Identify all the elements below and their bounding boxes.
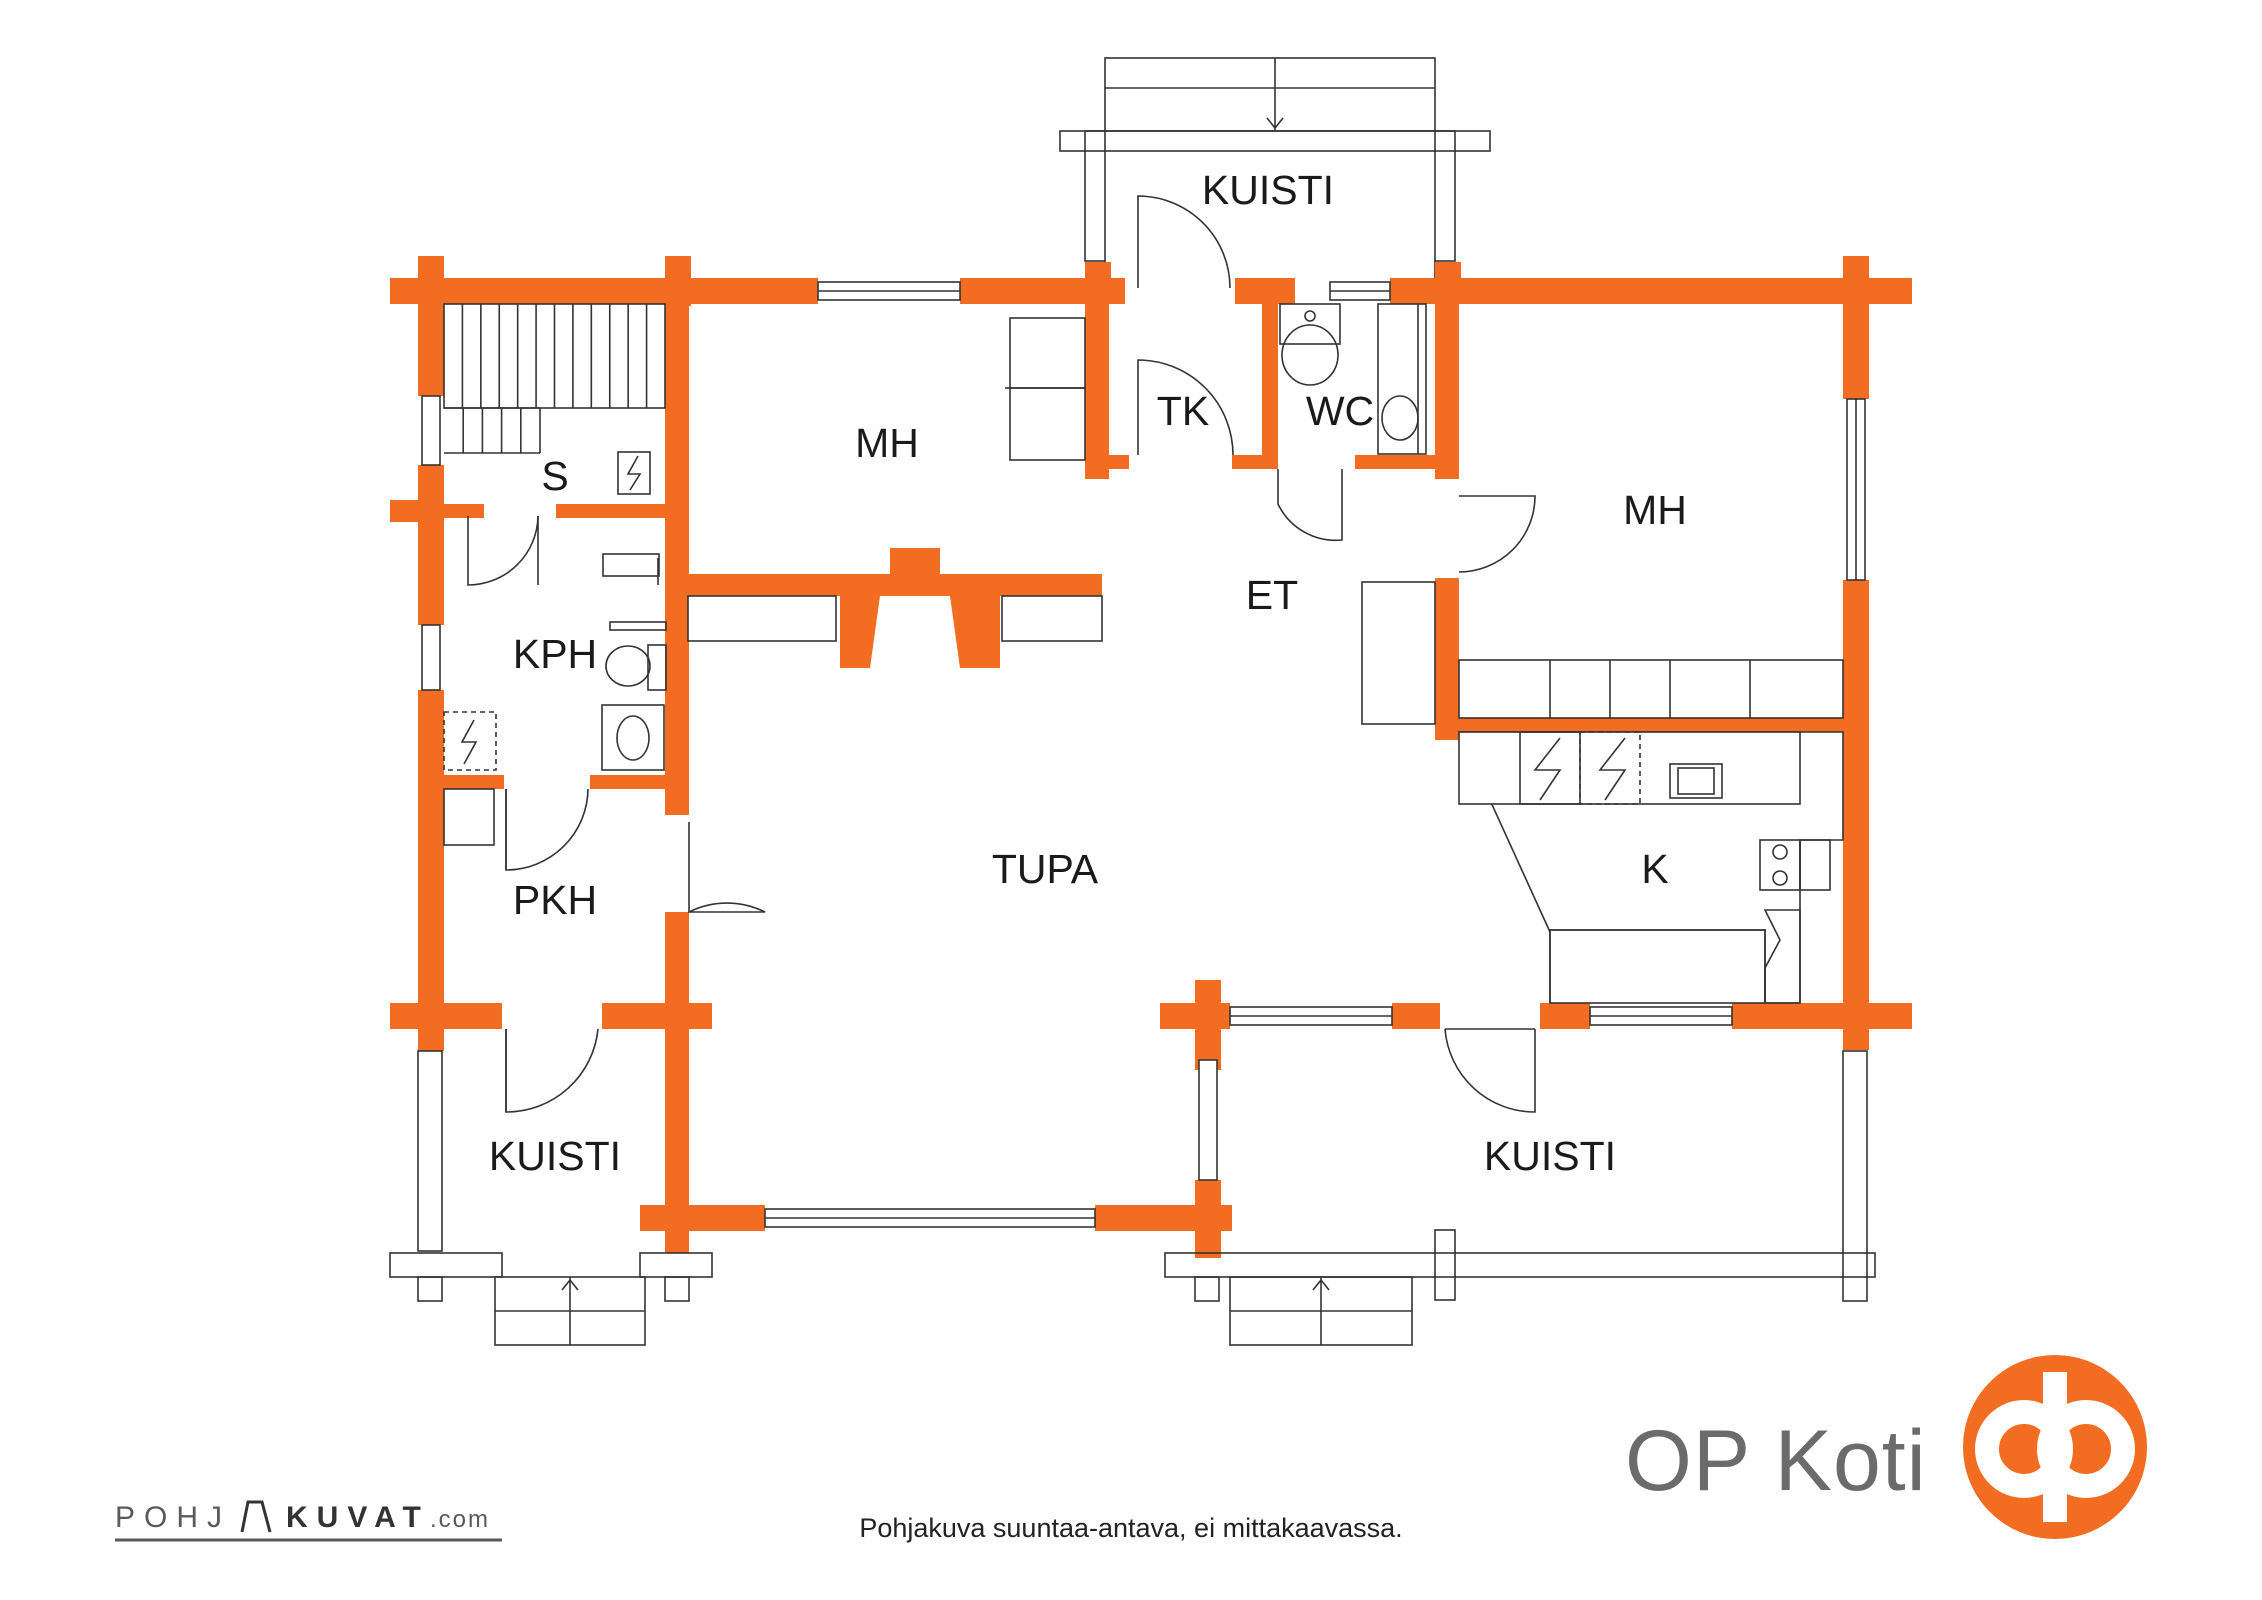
- disclaimer-text: Pohjakuva suuntaa-antava, ei mittakaavas…: [859, 1513, 1402, 1543]
- pohjakuvat-watermark: POHJ KUVAT .com: [115, 1500, 502, 1542]
- label-wc: WC: [1306, 388, 1374, 434]
- label-et: ET: [1246, 572, 1298, 618]
- label-tk: TK: [1157, 388, 1209, 434]
- doors: [467, 195, 1536, 1113]
- label-kuisti-top: KUISTI: [1202, 167, 1334, 213]
- watermark-part1: POHJ: [115, 1501, 231, 1534]
- label-kph: KPH: [513, 631, 597, 677]
- watermark-part3: .com: [430, 1506, 490, 1533]
- porch-bottom-outlines: [389, 1050, 1876, 1346]
- label-k: K: [1641, 846, 1668, 892]
- windows: [421, 281, 1866, 1228]
- label-mh-right: MH: [1623, 487, 1687, 533]
- label-pkh: PKH: [513, 877, 597, 923]
- fixtures: [443, 303, 1844, 1004]
- op-logo-icon: [1963, 1355, 2147, 1539]
- walls: [390, 256, 1912, 1258]
- label-kuisti-left: KUISTI: [489, 1133, 621, 1179]
- label-s: S: [541, 453, 568, 499]
- watermark-part2: KUVAT: [286, 1501, 430, 1534]
- stairs: [443, 303, 666, 454]
- label-mh-left: MH: [855, 420, 919, 466]
- brand-name: OP Koti: [1625, 1413, 1927, 1509]
- label-kuisti-right: KUISTI: [1484, 1133, 1616, 1179]
- label-tupa: TUPA: [992, 846, 1099, 892]
